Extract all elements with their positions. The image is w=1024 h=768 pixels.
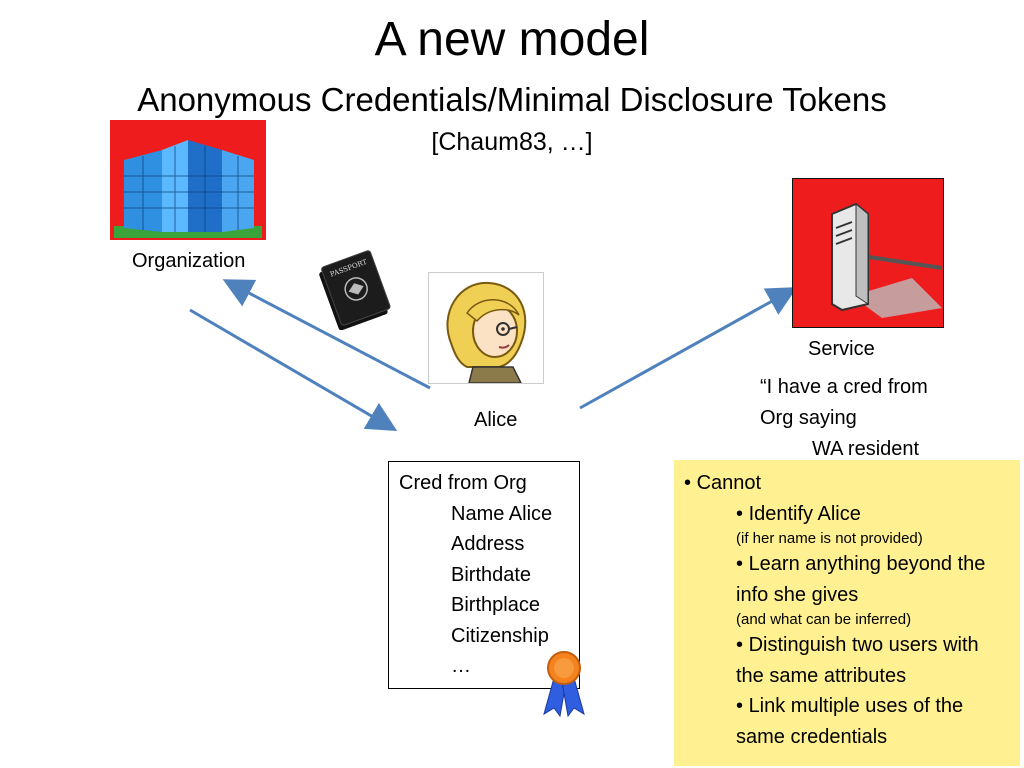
server-icon: [791, 177, 945, 329]
claim-line-1: “I have a cred from: [760, 376, 928, 398]
cannot-note: (and what can be inferred): [736, 611, 912, 628]
cannot-note: (if her name is not provided): [736, 530, 923, 547]
passport-icon: PASSPORT: [312, 248, 394, 331]
cannot-point-text: Distinguish two users with the same attr…: [736, 634, 979, 687]
claim-line-2: Org saying: [760, 407, 857, 429]
cannot-point-text: Identify Alice: [748, 502, 861, 525]
citation: [Chaum83, …]: [431, 128, 593, 156]
cannot-point: • Link multiple uses of the same credent…: [736, 695, 964, 748]
credential-attribute: Birthdate: [451, 563, 532, 586]
credential-attribute: Address: [451, 533, 525, 555]
claim-quote: “I have a cred from Org saying WA reside…: [760, 372, 1010, 465]
credential-attribute: Citizenship: [451, 624, 549, 647]
cannot-point-text: Link multiple uses of the same credentia…: [736, 695, 964, 748]
claim-line-3: WA resident: [812, 438, 920, 460]
cannot-point: • Learn anything beyond the info she giv…: [736, 553, 986, 606]
alice-label: Alice: [474, 409, 518, 431]
service-label: Service: [808, 338, 875, 360]
slide-subtitle: Anonymous Credentials/Minimal Disclosure…: [137, 81, 887, 118]
woman-avatar-icon: [428, 272, 544, 384]
credential-attribute: Birthplace: [451, 594, 540, 616]
organization-label: Organization: [132, 250, 246, 272]
cannot-heading-text: Cannot: [696, 472, 762, 494]
credential-attribute: Name Alice: [451, 502, 553, 525]
credential-box: Cred from Org Name Alice Address Birthda…: [388, 461, 580, 689]
office-building-icon: [110, 120, 266, 240]
cannot-point: • Distinguish two users with the same at…: [736, 634, 979, 687]
cannot-box: • Cannot • Identify Alice (if her name i…: [674, 460, 1020, 766]
credential-attribute: …: [451, 655, 471, 677]
slide-title: A new model: [374, 13, 650, 66]
credential-heading: Cred from Org: [399, 472, 527, 494]
cannot-heading: • Cannot: [684, 472, 762, 494]
cannot-point-text: Learn anything beyond the info she gives: [736, 553, 986, 606]
cannot-point: • Identify Alice: [736, 502, 861, 525]
award-ribbon-icon: [538, 650, 590, 718]
